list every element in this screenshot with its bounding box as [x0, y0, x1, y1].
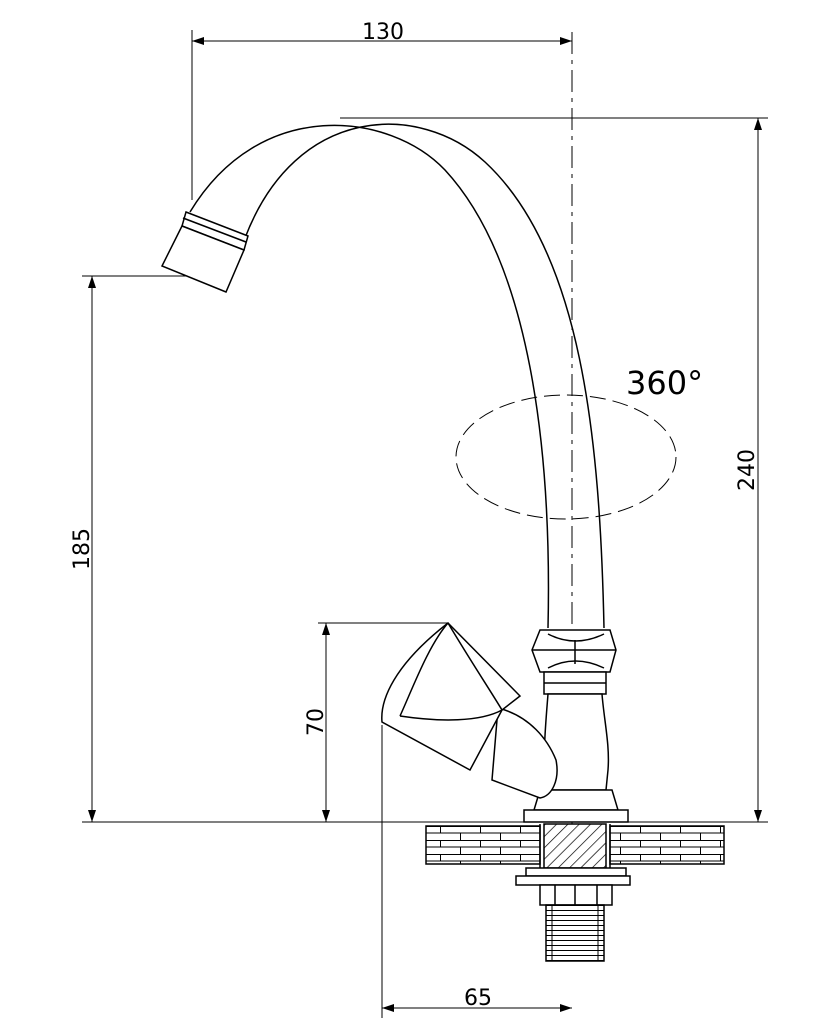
faucet-body [523, 671, 629, 823]
mounting-shank-section [543, 823, 607, 869]
mounting-nut [515, 867, 631, 906]
threaded-connector [545, 904, 605, 962]
dimension-240: 240 [340, 117, 768, 822]
dimension-70: 70 [304, 622, 448, 822]
dimension-185: 185 [70, 275, 200, 822]
spout-hex-nut [531, 629, 617, 673]
rotation-label: 360° [626, 364, 703, 402]
countertop-right [609, 825, 725, 865]
countertop-section [425, 823, 725, 869]
handle [381, 621, 558, 799]
dimension-240-label: 240 [735, 449, 760, 491]
aerator [160, 211, 249, 293]
spout [189, 123, 605, 629]
dimension-185-label: 185 [70, 528, 95, 570]
dimension-130-label: 130 [362, 20, 404, 45]
dimension-65: 65 [381, 725, 572, 1018]
dimension-70-label: 70 [304, 708, 329, 736]
rotation-ellipse [455, 394, 677, 520]
dimension-65-label: 65 [464, 986, 492, 1011]
countertop-left [425, 825, 541, 865]
dimension-130: 130 [191, 20, 572, 200]
